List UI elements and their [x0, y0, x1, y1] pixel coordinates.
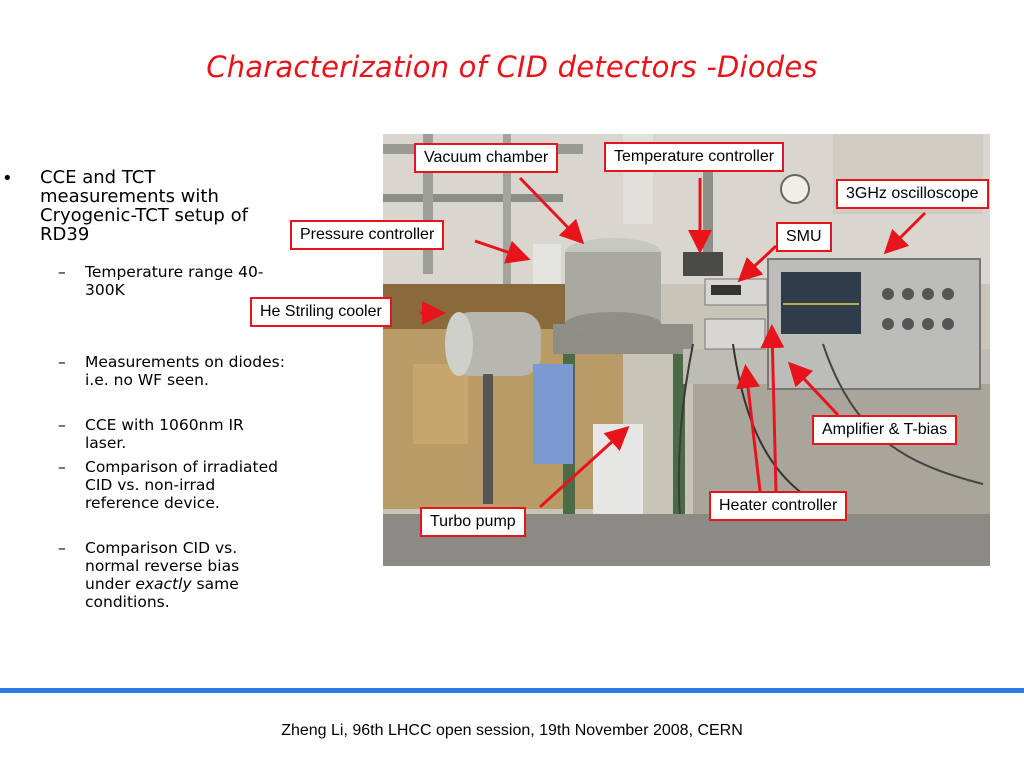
label-temperature-controller: Temperature controller — [604, 142, 785, 172]
sub-item-text: same conditions. — [85, 575, 239, 611]
label-heater-controller: Heater controller — [709, 491, 848, 521]
footer-text: Zheng Li, 96th LHCC open session, 19th N… — [281, 722, 743, 739]
label-vacuum-chamber: Vacuum chamber — [414, 143, 559, 173]
dash-marker: – — [58, 353, 66, 371]
sub-item-temperature: Temperature range 40-300K — [85, 263, 264, 299]
label-pressure-controller: Pressure controller — [290, 220, 445, 250]
sub-item-text: Comparison CID vs. normal reverse bias u… — [85, 539, 240, 593]
dash-marker: – — [58, 263, 66, 281]
sub-item-comparison-bias: Comparison CID vs. normal reverse bias u… — [85, 539, 285, 611]
label-oscilloscope: 3GHz oscilloscope — [836, 179, 989, 209]
label-turbo-pump: Turbo pump — [420, 507, 526, 537]
slide-title: Characterization of CID detectors -Diode… — [206, 50, 818, 84]
dash-marker: – — [58, 416, 66, 434]
sub-item-measurements: Measurements on diodes: i.e. no WF seen. — [85, 353, 285, 389]
label-smu: SMU — [776, 222, 832, 252]
bullet-main: CCE and TCT measurements with Cryogenic-… — [40, 167, 248, 245]
footer-divider — [0, 688, 1024, 693]
label-he-cooler: He Striling cooler — [250, 297, 392, 327]
sub-item-comparison-irrad: Comparison of irradiated CID vs. non-irr… — [85, 458, 278, 512]
sub-item-emphasis: exactly — [135, 575, 192, 593]
dash-marker: – — [58, 458, 66, 476]
dash-marker: – — [58, 539, 66, 557]
sub-item-cce: CCE with 1060nm IR laser. — [85, 416, 244, 452]
label-amplifier: Amplifier & T-bias — [812, 415, 958, 445]
bullet-marker: • — [2, 168, 13, 189]
